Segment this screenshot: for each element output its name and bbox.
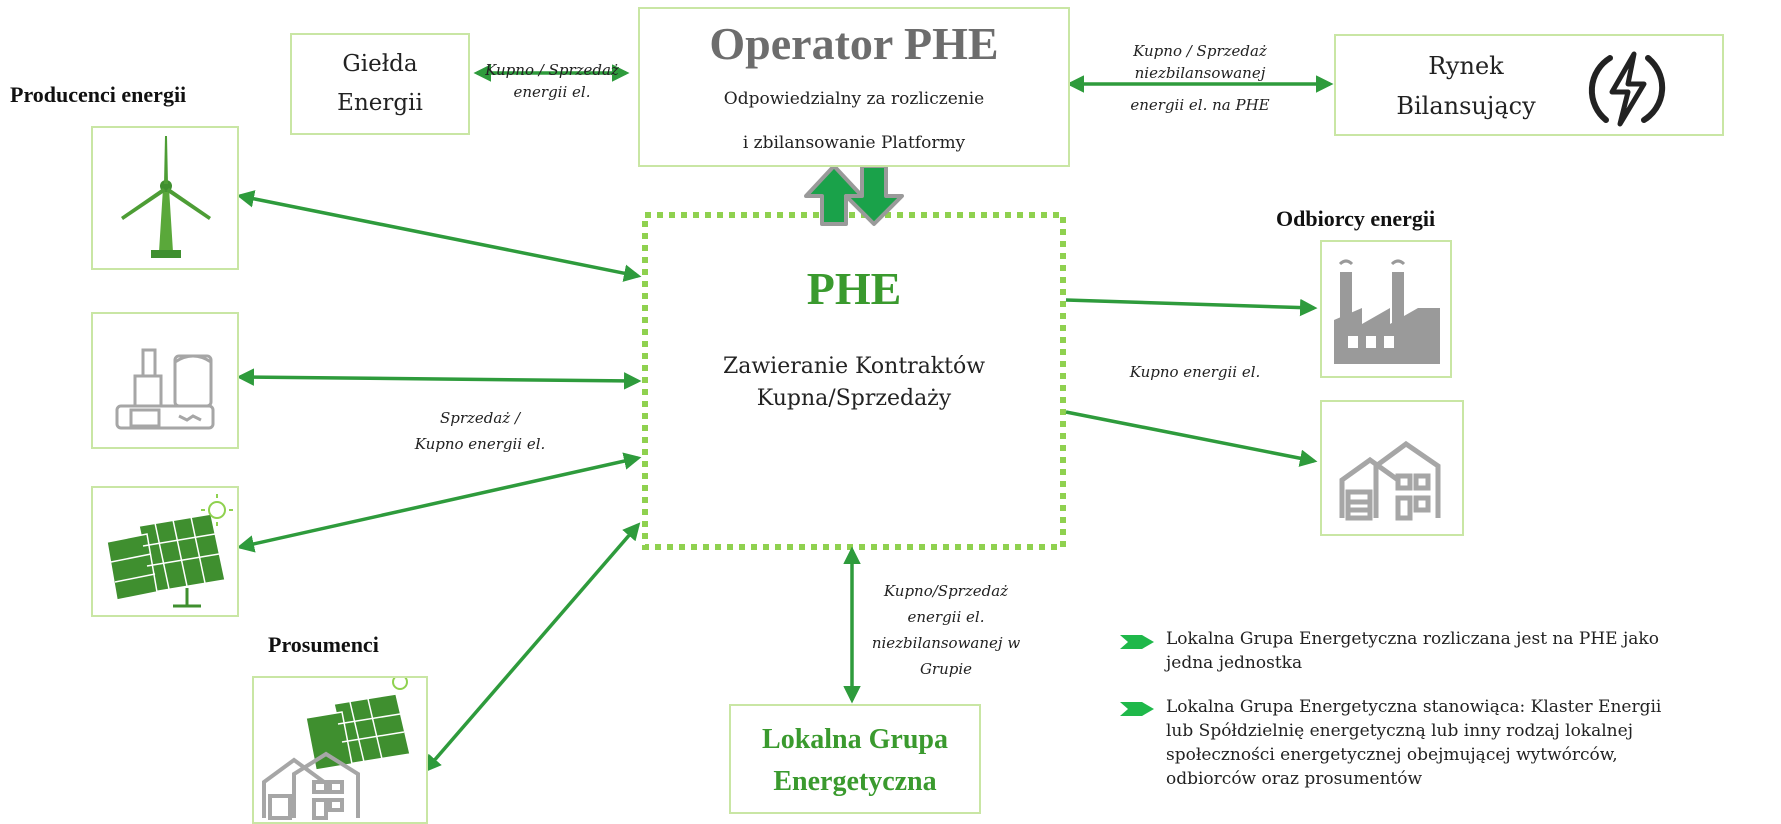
lge-box: Lokalna Grupa Energetyczna xyxy=(729,704,981,814)
phe-title: PHE xyxy=(806,263,902,314)
prosumer-house-solar-icon xyxy=(262,678,411,820)
rynek-arrow-label-2: niezbilansowanej xyxy=(1134,64,1266,82)
gielda-line1: Giełda xyxy=(342,51,418,77)
wind-turbine-box xyxy=(91,126,239,270)
solar-panel-box xyxy=(91,486,239,617)
arrow-phe-factory xyxy=(1065,298,1318,317)
note-2-line-4: odbiorców oraz prosumentów xyxy=(1166,769,1423,789)
bullet-arrow-icon xyxy=(1120,635,1154,649)
arrow-wind-phe xyxy=(236,190,642,282)
operator-box: Operator PHE Odpowiedzialny za rozliczen… xyxy=(638,7,1070,167)
prosumer-box xyxy=(252,676,428,824)
arrow-phe-house xyxy=(1065,410,1318,467)
consumers-arrow-label: Kupno energii el. xyxy=(1129,363,1261,381)
note-2-line-2: lub Spółdzielnię energetyczną lub inny r… xyxy=(1166,721,1633,741)
wind-turbine-icon xyxy=(121,136,211,258)
lge-line1: Lokalna Grupa xyxy=(762,724,948,755)
rynek-box: Rynek Bilansujący xyxy=(1334,34,1724,136)
rynek-line2: Bilansujący xyxy=(1396,92,1536,120)
up-block-arrow-icon xyxy=(804,164,864,226)
lge-line2: Energetyczna xyxy=(773,766,937,797)
rynek-arrow-label-3: energii el. na PHE xyxy=(1130,96,1270,114)
lge-arrow-label-4: Grupie xyxy=(919,660,973,678)
rynek-arrow-label-1: Kupno / Sprzedaż xyxy=(1133,42,1267,60)
rynek-line1: Rynek xyxy=(1428,52,1504,80)
note-1-line-1: Lokalna Grupa Energetyczna rozliczana je… xyxy=(1166,629,1659,649)
lge-arrow-label-3: niezbilansowanej w xyxy=(871,634,1021,652)
lightning-icon xyxy=(1588,51,1666,127)
operator-line1: Odpowiedzialny za rozliczenie xyxy=(723,89,985,109)
house-icon xyxy=(1339,440,1441,521)
gielda-arrow-label-2: energii el. xyxy=(513,83,591,101)
phe-dotted-frame xyxy=(642,212,1066,550)
factory-icon xyxy=(1334,259,1440,364)
lge-arrow-label-2: energii el. xyxy=(907,608,985,626)
down-block-arrow-icon xyxy=(844,164,904,226)
house-box xyxy=(1320,400,1464,536)
phe-line2: Kupna/Sprzedaży xyxy=(756,386,952,411)
producers-arrow-label-2: Kupno energii el. xyxy=(414,435,546,453)
arrow-biogas-phe xyxy=(236,368,642,390)
gielda-line2: Energii xyxy=(337,90,423,116)
note-2-line-3: społeczności energetycznej obejmującej w… xyxy=(1166,745,1618,765)
producers-arrow-label-1: Sprzedaż / xyxy=(439,409,521,427)
phe-line1: Zawieranie Kontraktów xyxy=(722,354,986,379)
lge-arrow-label-1: Kupno/Sprzedaż xyxy=(883,582,1009,600)
gielda-arrow-label-1: Kupno / Sprzedaż xyxy=(485,61,619,79)
operator-title: Operator PHE xyxy=(709,18,999,69)
gielda-box: Giełda Energii xyxy=(290,33,470,135)
consumers-heading: Odbiorcy energii xyxy=(1276,206,1436,231)
biogas-plant-box xyxy=(91,312,239,449)
prosumers-heading: Prosumenci xyxy=(268,632,379,657)
producers-heading: Producenci energii xyxy=(10,82,187,107)
operator-line2: i zbilansowanie Platformy xyxy=(742,133,966,153)
note-1-line-2: jedna jednostka xyxy=(1166,653,1303,673)
bullet-arrow-icon xyxy=(1120,702,1154,716)
note-1: Lokalna Grupa Energetyczna rozliczana je… xyxy=(1166,627,1766,675)
arrow-prosumer-phe xyxy=(423,522,641,773)
arrow-solar-phe xyxy=(236,452,642,553)
note-2: Lokalna Grupa Energetyczna stanowiąca: K… xyxy=(1166,695,1766,791)
solar-panel-icon xyxy=(106,494,233,608)
factory-box xyxy=(1320,240,1452,378)
note-2-line-1: Lokalna Grupa Energetyczna stanowiąca: K… xyxy=(1166,697,1662,717)
biogas-plant-icon xyxy=(115,348,215,430)
